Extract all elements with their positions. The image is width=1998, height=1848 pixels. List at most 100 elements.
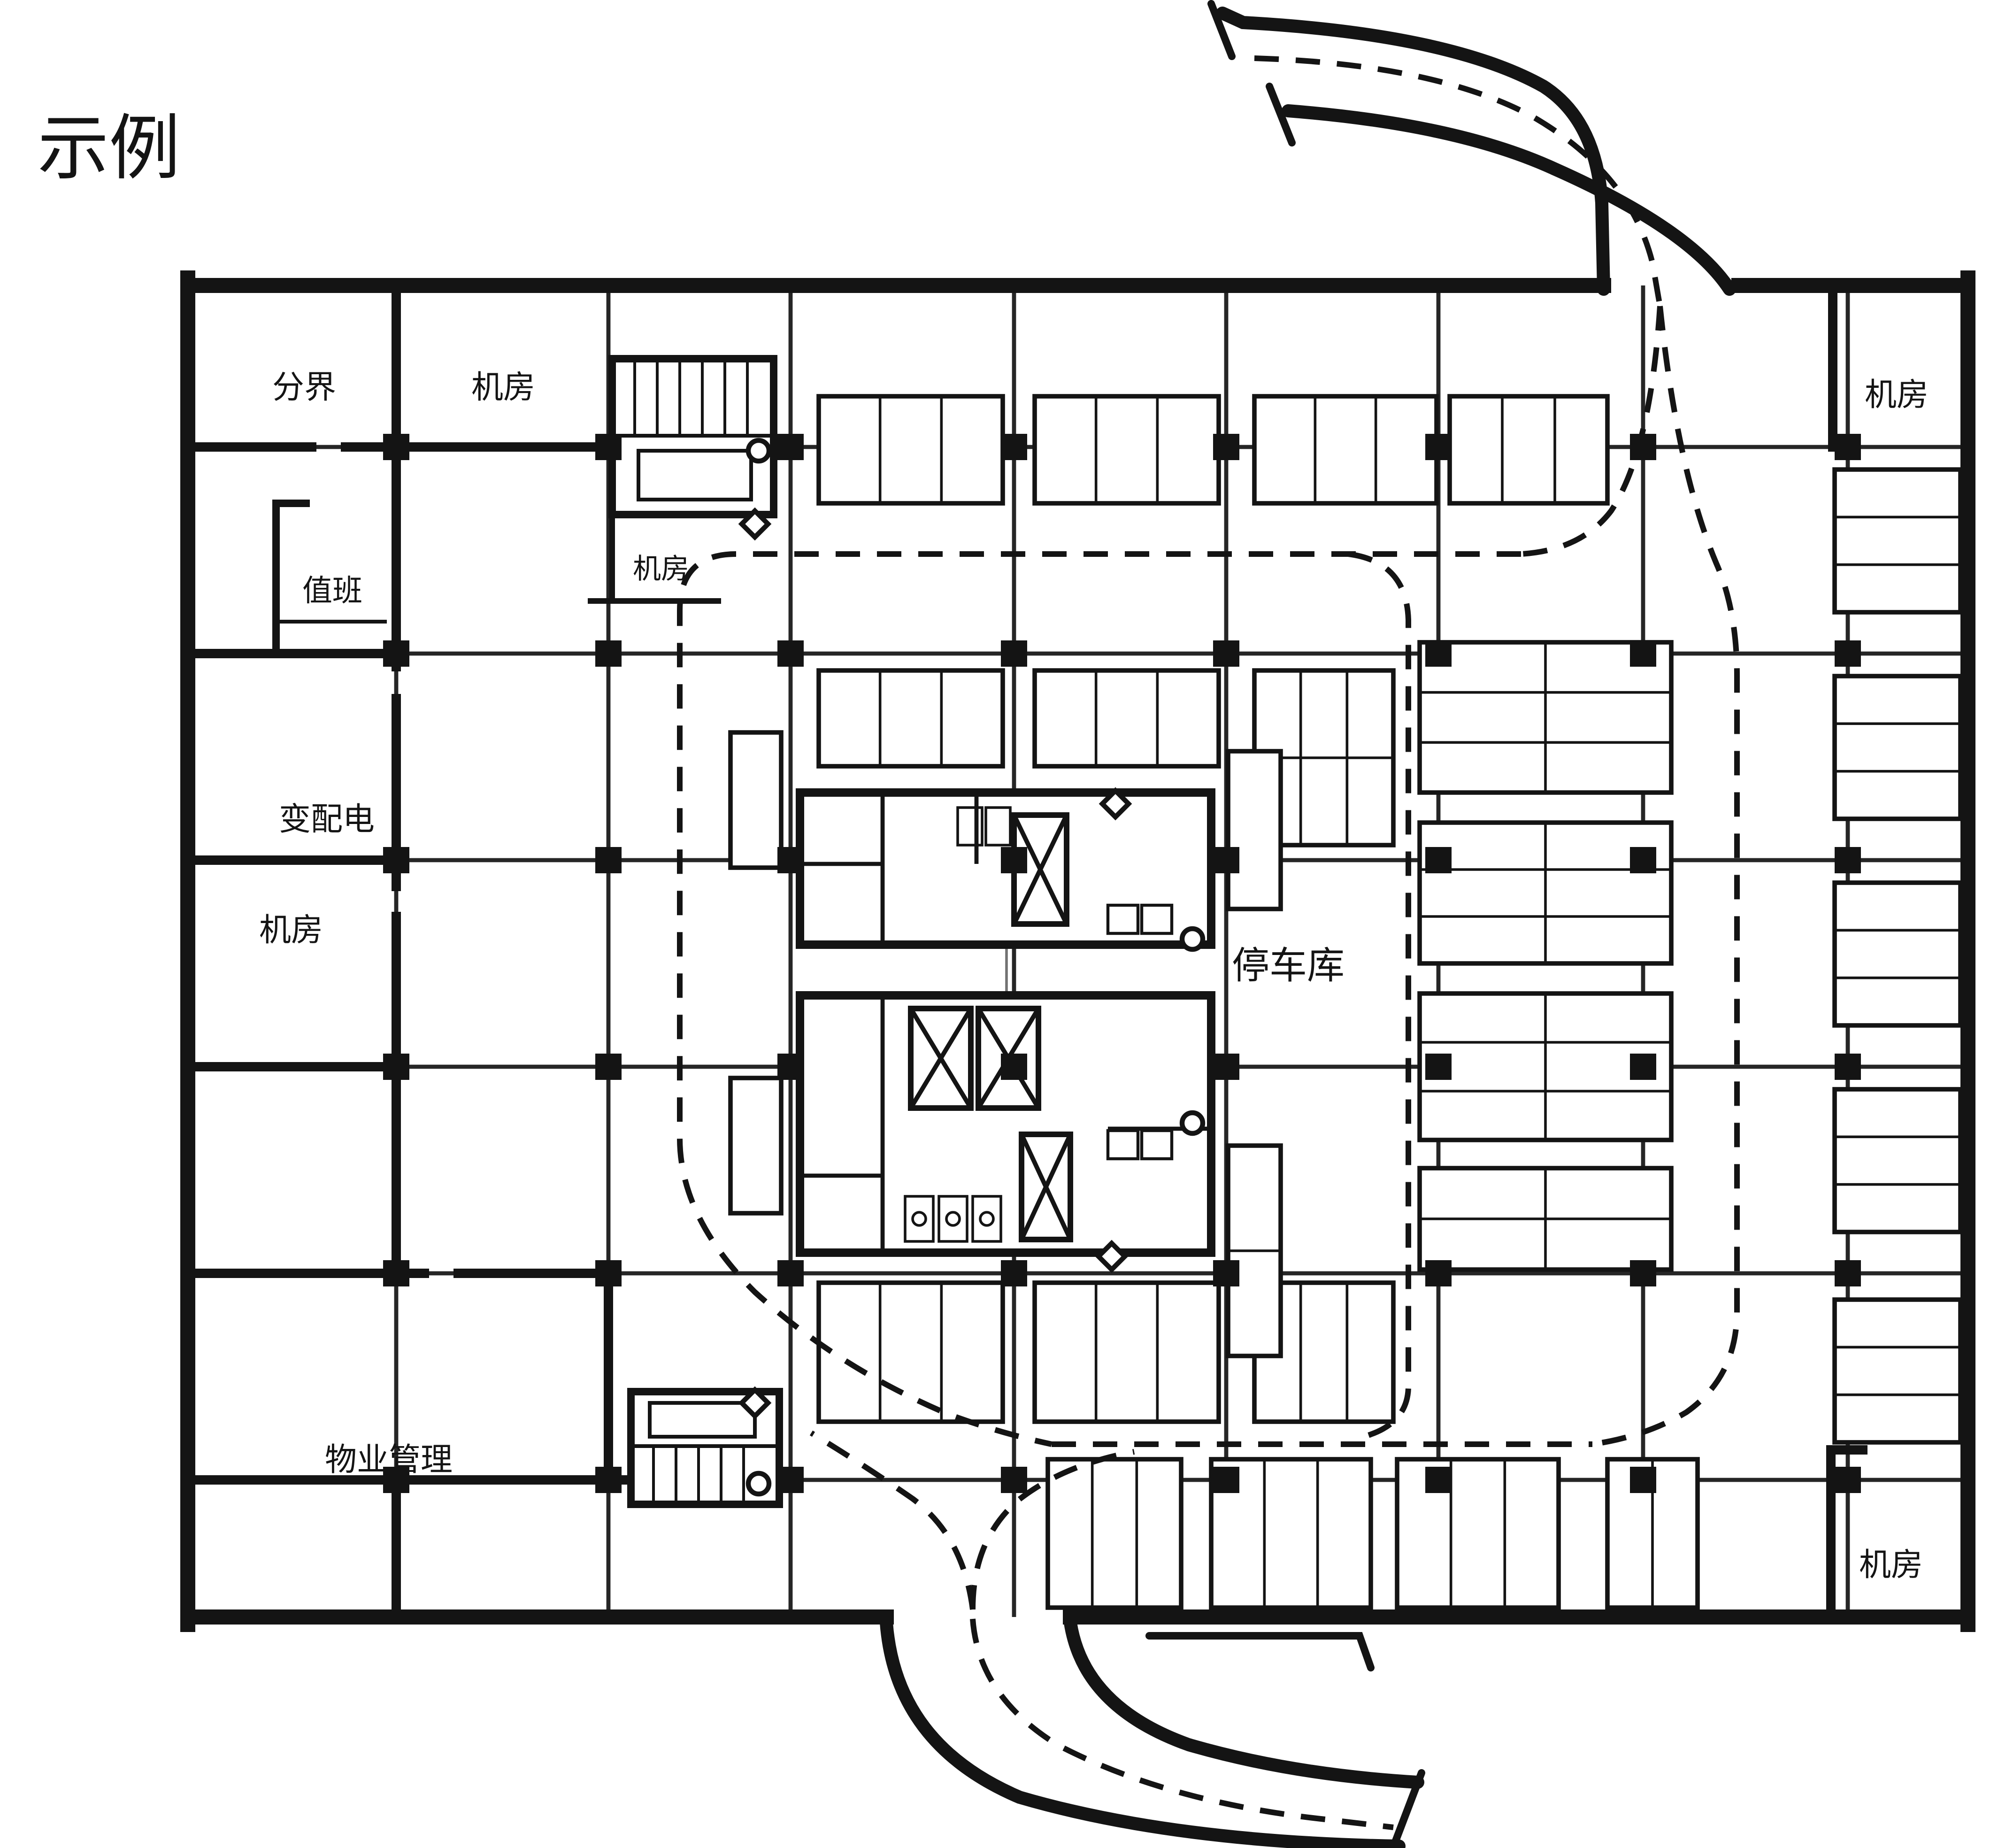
structural-column — [777, 1260, 804, 1286]
parking-stall-group — [1032, 394, 1221, 506]
structural-column — [1835, 847, 1861, 873]
door-circle-icon — [745, 1471, 772, 1497]
core-upper — [796, 788, 1215, 995]
stair-top — [588, 355, 777, 604]
structural-column — [383, 1467, 409, 1493]
structural-column — [1835, 434, 1861, 460]
structural-column — [1425, 1467, 1452, 1493]
structural-column — [383, 640, 409, 667]
structural-column — [1001, 1260, 1027, 1286]
room-label-duty-room: 值班 — [302, 574, 362, 608]
room-partition-walls — [183, 281, 1867, 1622]
parking-stall-group — [728, 1076, 784, 1216]
structural-column — [1835, 1054, 1861, 1080]
structural-column — [1425, 434, 1452, 460]
structural-column — [595, 847, 622, 873]
structural-column — [777, 1467, 804, 1493]
parking-stall-group — [816, 394, 1005, 506]
elevator-icon — [1019, 1132, 1073, 1242]
core-lower — [796, 991, 1215, 1257]
structural-column — [1213, 847, 1239, 873]
structural-column — [1001, 640, 1027, 667]
parking-stall-group — [1417, 820, 1674, 966]
structural-column — [777, 1054, 804, 1080]
room-label-machine-room-left: 机房 — [259, 912, 323, 948]
structural-column — [1425, 1260, 1452, 1286]
structural-column — [1001, 847, 1027, 873]
parking-stall-group — [1447, 394, 1610, 506]
parking-stall-group — [1832, 467, 1963, 615]
structural-column — [1001, 1467, 1027, 1493]
parking-stall-group — [1395, 1457, 1561, 1610]
parking-stall-group — [816, 1280, 1005, 1424]
parking-stall-group — [728, 730, 784, 870]
structural-column — [383, 434, 409, 460]
room-label-boundary: 分界 — [272, 370, 336, 405]
door-circle-icon — [1179, 926, 1206, 952]
door-diamond-icon — [1099, 787, 1132, 821]
structural-column — [777, 640, 804, 667]
structural-column — [1213, 1260, 1239, 1286]
structural-column — [595, 434, 622, 460]
door-circle-icon — [1179, 1110, 1206, 1136]
parking-stall-group — [1252, 394, 1439, 506]
room-label-machine-room-stair: 机房 — [633, 554, 689, 585]
structural-column — [1213, 1467, 1239, 1493]
structural-column — [1425, 640, 1452, 667]
parking-stall-group — [1832, 1087, 1963, 1234]
elevator-icon — [908, 1006, 974, 1111]
structural-column — [595, 1260, 622, 1286]
structural-column — [595, 1467, 622, 1493]
structural-column — [1630, 1260, 1656, 1286]
room-label-machine-room-bottom-right: 机房 — [1859, 1547, 1923, 1583]
structural-column — [595, 640, 622, 667]
structural-column — [1213, 434, 1239, 460]
structural-column — [1630, 1467, 1656, 1493]
page-title: 示例 — [38, 109, 180, 188]
toilet-fixtures-icon — [904, 1195, 1002, 1243]
structural-column — [1835, 1260, 1861, 1286]
building-outline — [180, 270, 1975, 1632]
parking-stall-group — [1226, 749, 1283, 911]
structural-column — [595, 1054, 622, 1080]
parking-stall-group — [1032, 1280, 1221, 1424]
ramp-break-ticks-icon — [1389, 1769, 1425, 1848]
door-circle-icon — [745, 438, 772, 464]
parking-stall-group — [1226, 1143, 1283, 1358]
door-diamond-icon — [738, 1386, 772, 1420]
parking-stall-group — [1832, 1297, 1963, 1445]
parking-stall-group — [1417, 991, 1674, 1142]
column-grid — [383, 434, 1861, 1493]
ramp-break-ticks-icon — [1207, 0, 1296, 146]
structural-column — [1835, 1467, 1861, 1493]
parking-stall-group — [1417, 1166, 1674, 1272]
structural-column — [1630, 847, 1656, 873]
door-diamond-icon — [1095, 1240, 1129, 1273]
door-symbols — [738, 438, 1206, 1497]
structural-column — [1425, 847, 1452, 873]
structural-column — [1835, 640, 1861, 667]
room-label-power-distribution: 变配电 — [279, 801, 375, 837]
structural-column — [1425, 1054, 1452, 1080]
structural-column — [1213, 640, 1239, 667]
structural-column — [1630, 1054, 1656, 1080]
parking-stall-group — [816, 668, 1005, 769]
parking-stall-group — [1032, 668, 1221, 769]
door-diamond-icon — [738, 507, 772, 541]
structural-column — [777, 434, 804, 460]
structural-column — [383, 1054, 409, 1080]
room-label-parking-garage: 停车库 — [1232, 946, 1345, 987]
structural-column — [383, 847, 409, 873]
structural-column — [383, 1260, 409, 1286]
structural-column — [1001, 434, 1027, 460]
room-label-machine-room-top-left: 机房 — [471, 370, 535, 405]
room-label-property-management: 物业管理 — [325, 1442, 453, 1478]
structural-column — [1213, 1054, 1239, 1080]
structural-column — [1001, 1054, 1027, 1080]
parking-stall-group — [1045, 1457, 1183, 1610]
room-label-machine-room-top-right: 机房 — [1865, 377, 1929, 413]
parking-stalls — [728, 394, 1963, 1610]
entry-ramp — [1207, 0, 1736, 296]
structural-column — [777, 847, 804, 873]
